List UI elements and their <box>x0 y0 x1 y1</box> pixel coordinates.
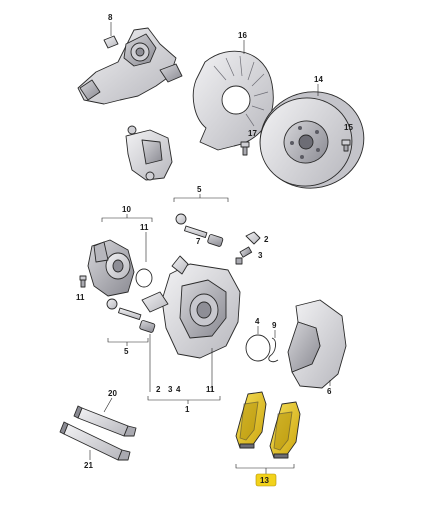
bolt-17 <box>240 141 250 156</box>
guide-pin-set-bottom <box>106 298 156 333</box>
brake-disc <box>259 91 365 189</box>
callout-6: 6 <box>327 387 332 396</box>
callout-20: 20 <box>108 389 117 398</box>
callout-15: 15 <box>344 123 353 132</box>
piston-seal <box>245 334 271 362</box>
callout-group-3: 3 <box>168 385 173 394</box>
callout-5-bottom: 5 <box>124 347 129 356</box>
callout-21: 21 <box>84 461 93 470</box>
callout-group-2: 2 <box>156 385 161 394</box>
grease-tube-21 <box>59 421 131 461</box>
parking-brake-motor <box>87 239 135 297</box>
guide-pin-set-top <box>175 213 224 247</box>
grease-tube-20 <box>73 405 137 437</box>
callout-13-highlight: 13 <box>260 476 269 485</box>
bolt-15 <box>341 139 351 152</box>
brake-pad-set <box>235 391 301 459</box>
callout-1: 1 <box>185 405 190 414</box>
highlight-callout-box <box>255 473 277 487</box>
o-ring-11 <box>135 268 153 288</box>
upper-caliper-carrier <box>125 125 173 181</box>
bleed-screw <box>235 231 261 265</box>
retaining-spring <box>268 337 279 363</box>
wheel-bearing-housing <box>77 27 183 105</box>
callout-16: 16 <box>238 31 247 40</box>
callout-14: 14 <box>314 75 323 84</box>
bolt-11-left <box>79 275 87 288</box>
callout-5-top: 5 <box>197 185 202 194</box>
callout-group-11: 11 <box>206 385 215 394</box>
callout-11-bolt: 11 <box>76 293 85 302</box>
callout-4: 4 <box>255 317 260 326</box>
callout-group-4: 4 <box>176 385 181 394</box>
callout-9: 9 <box>272 321 277 330</box>
caliper-housing <box>141 255 241 359</box>
callout-2: 2 <box>264 235 269 244</box>
carrier-bracket <box>287 299 347 389</box>
callout-17: 17 <box>248 129 257 138</box>
callout-3: 3 <box>258 251 263 260</box>
callout-8: 8 <box>108 13 113 22</box>
callout-10: 10 <box>122 205 131 214</box>
callout-7: 7 <box>196 237 201 246</box>
callout-11-motor: 11 <box>140 223 149 232</box>
